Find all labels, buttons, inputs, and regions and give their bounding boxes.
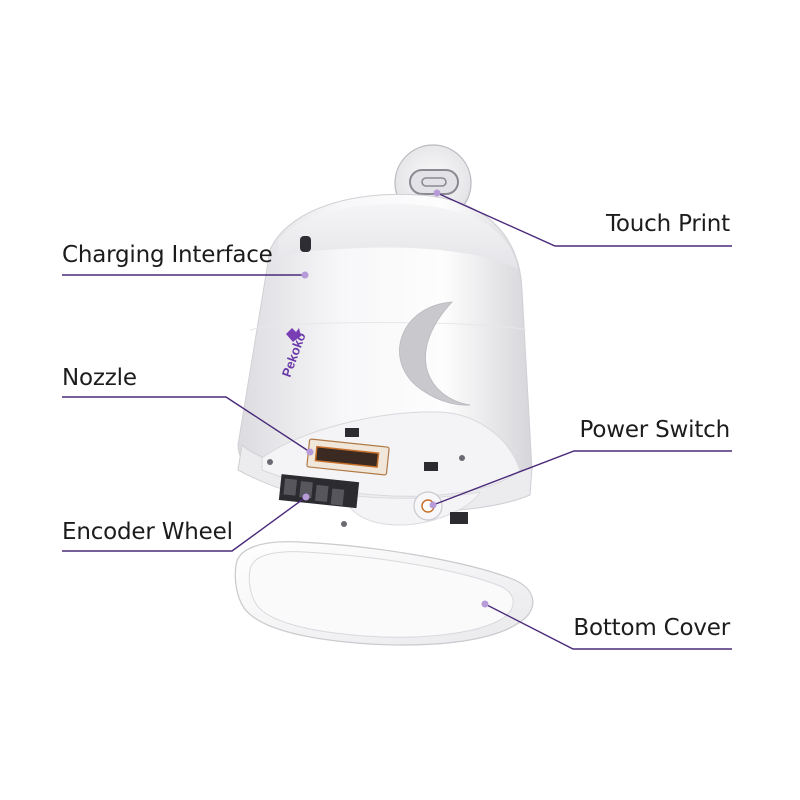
printer-body: Pekoko <box>237 193 533 527</box>
label-touch-print: Touch Print <box>605 211 730 237</box>
power-switch-button <box>413 491 443 521</box>
leader-touch-print <box>436 192 732 247</box>
leader-dots <box>301 189 489 608</box>
label-encoder-wheel: Encoder Wheel <box>62 519 233 545</box>
encoder-wheel-part <box>278 474 360 509</box>
label-power-switch: Power Switch <box>579 417 731 443</box>
label-bottom-cover: Bottom Cover <box>573 615 730 641</box>
leader-lines <box>62 192 732 650</box>
leader-nozzle <box>62 396 311 453</box>
leader-power-switch <box>432 450 732 506</box>
leader-bottom-cover <box>484 603 732 650</box>
leader-encoder-wheel <box>62 496 307 552</box>
charging-port <box>300 236 311 252</box>
label-nozzle: Nozzle <box>62 365 137 391</box>
logo-mark <box>286 328 301 342</box>
bottom-cover <box>234 541 534 646</box>
label-charging-interface: Charging Interface <box>62 242 273 268</box>
